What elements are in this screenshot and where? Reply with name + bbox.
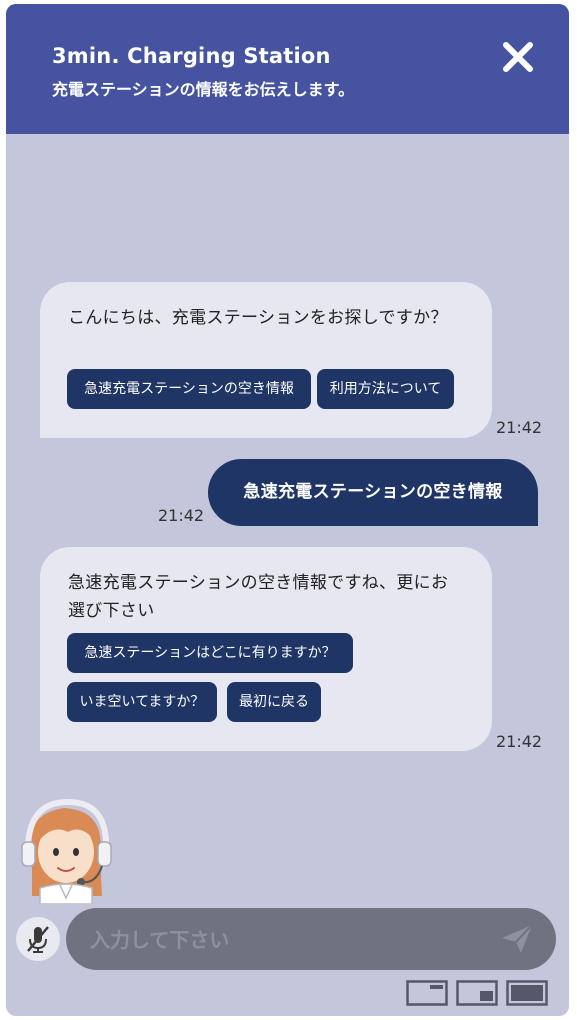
user-message: 急速充電ステーションの空き情報 xyxy=(208,459,538,526)
send-button[interactable] xyxy=(500,923,534,955)
view-full-button[interactable] xyxy=(506,980,548,1006)
quick-reply-button[interactable]: 急速充電ステーションの空き情報 xyxy=(67,369,311,409)
header: 3min. Charging Station 充電ステーションの情報をお伝えしま… xyxy=(6,4,569,134)
bot-message: こんにちは、充電ステーションをお探しですか？ 急速充電ステーションの空き情報 利… xyxy=(40,282,492,438)
bot-message-text: こんにちは、充電ステーションをお探しですか？ xyxy=(68,308,448,328)
close-icon xyxy=(503,42,533,72)
view-medium-icon xyxy=(456,980,498,1006)
bot-message: 急速充電ステーションの空き情報ですね、更にお選び下さい 急速ステーションはどこに… xyxy=(40,547,492,751)
quick-reply-button[interactable]: 最初に戻る xyxy=(227,682,321,722)
quick-reply-button[interactable]: いま空いてますか？ xyxy=(67,682,217,722)
send-icon xyxy=(502,924,533,953)
view-medium-button[interactable] xyxy=(456,980,498,1006)
message-input-container xyxy=(66,908,556,972)
header-subtitle: 充電ステーションの情報をお伝えします。 xyxy=(52,80,355,99)
bot-message-text: 急速充電ステーションの空き情報ですね、更にお選び下さい xyxy=(68,573,449,621)
message-input[interactable] xyxy=(88,908,482,972)
chat-window: 3min. Charging Station 充電ステーションの情報をお伝えしま… xyxy=(6,4,569,1016)
message-timestamp: 21:42 xyxy=(496,418,543,437)
mic-off-icon xyxy=(27,926,49,953)
message-timestamp: 21:42 xyxy=(158,506,205,525)
message-timestamp: 21:42 xyxy=(496,732,543,751)
close-button[interactable] xyxy=(501,40,535,74)
quick-reply-button[interactable]: 急速ステーションはどこに有りますか？ xyxy=(67,633,353,673)
mic-button[interactable] xyxy=(16,917,60,961)
view-small-button[interactable] xyxy=(406,980,448,1006)
header-title: 3min. Charging Station xyxy=(52,44,331,68)
view-full-icon xyxy=(506,980,548,1006)
quick-reply-button[interactable]: 利用方法について xyxy=(317,369,454,409)
operator-avatar xyxy=(21,798,112,904)
view-small-icon xyxy=(406,980,448,1006)
